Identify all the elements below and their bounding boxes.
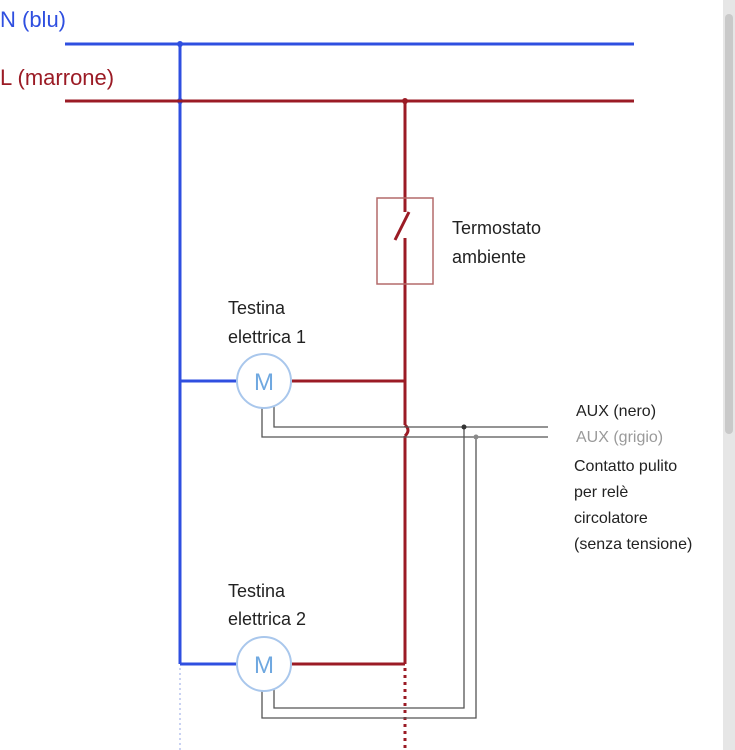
thermostat-box — [376, 197, 434, 285]
head2-label-line1: Testina — [228, 581, 286, 601]
head1-label-line1: Testina — [228, 298, 286, 318]
neutral-wiring — [65, 41, 634, 666]
neutral-junction — [177, 41, 183, 47]
actuator-head-2: M — [236, 636, 292, 692]
aux-grey-label: AUX (grigio) — [576, 429, 664, 446]
motor-circle-2 — [236, 636, 292, 692]
line-label: L (marrone) — [0, 65, 115, 90]
contact-note-line3: circolatore — [574, 510, 648, 527]
aux-grey-wire-2 — [261, 437, 477, 719]
aux-black-wire-2 — [273, 427, 465, 709]
motor-symbol-1: M — [254, 369, 274, 396]
aux-grey-wire-1 — [261, 406, 548, 438]
contact-note-line4: (senza tensione) — [574, 536, 693, 553]
scrollbar-thumb[interactable] — [725, 14, 733, 434]
motor-circle-1 — [236, 353, 292, 409]
aux-black-wire-1 — [273, 406, 548, 428]
thermostat-label-line1: Termostato — [452, 218, 542, 238]
aux-wiring — [261, 406, 548, 719]
contact-note-line1: Contatto pulito — [574, 458, 678, 475]
head1-label-line2: elettrica 1 — [228, 327, 307, 347]
line-junction — [402, 98, 408, 104]
aux-grey-junction — [473, 434, 479, 440]
line-wiring — [65, 98, 634, 666]
head2-label-line2: elettrica 2 — [228, 609, 307, 629]
line-hop-aux — [403, 423, 410, 438]
actuator-head-1: M — [236, 353, 292, 409]
contact-note-line2: per relè — [574, 484, 629, 501]
scrollbar-track[interactable] — [723, 0, 735, 750]
neutral-label: N (blu) — [0, 7, 67, 32]
aux-black-junction — [461, 424, 467, 430]
thermostat-label-line2: ambiente — [452, 247, 527, 267]
motor-symbol-2: M — [254, 652, 274, 679]
aux-black-label: AUX (nero) — [576, 403, 657, 420]
thermostat-switch-contact — [393, 211, 411, 241]
